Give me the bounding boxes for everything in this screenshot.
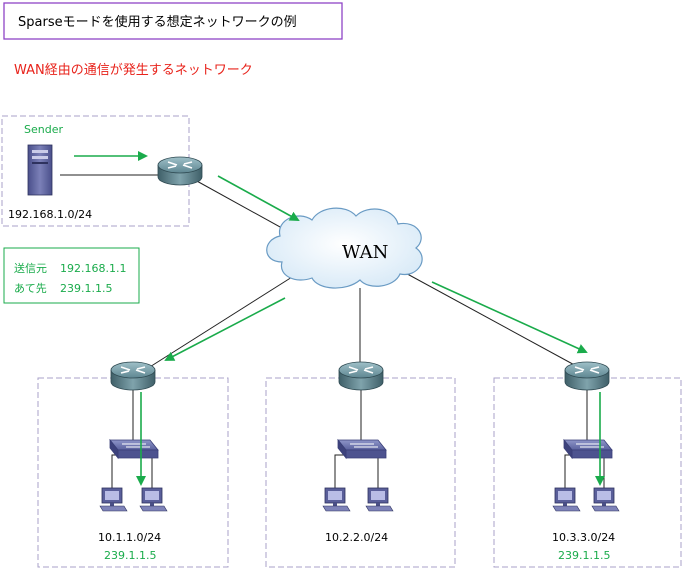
pc-icon-site3-a	[552, 487, 581, 512]
site2-network-label: 10.2.2.0/24	[325, 531, 388, 544]
server-icon	[27, 144, 53, 196]
sender-network-label: 192.168.1.0/24	[8, 208, 92, 221]
pc-icon-site3-b	[591, 487, 620, 512]
switch-icon-site3	[563, 439, 613, 459]
site1-network-label: 10.1.1.0/24	[98, 531, 161, 544]
pc-icon-site1-b	[139, 487, 168, 512]
info-source-value: 192.168.1.1	[60, 262, 126, 275]
diagram-subtitle: WAN経由の通信が発生するネットワーク	[14, 63, 253, 78]
link-switch1-pc1	[111, 454, 120, 488]
link-switch1-pc2	[144, 454, 153, 488]
title-box	[3, 2, 343, 40]
flow-arrow-wan-site3	[431, 281, 588, 354]
info-source-label: 送信元	[14, 261, 47, 275]
link-switch2-pc2	[372, 454, 379, 488]
link-wan-site3	[399, 269, 581, 369]
pc-icon-site1-a	[99, 487, 128, 512]
diagram-title: Sparseモードを使用する想定ネットワークの例	[18, 14, 297, 30]
site3-group-label: 239.1.1.5	[558, 549, 610, 562]
info-box	[3, 247, 140, 304]
site1-group-label: 239.1.1.5	[104, 549, 156, 562]
site3-network-label: 10.3.3.0/24	[552, 531, 615, 544]
router-icon-sender	[157, 156, 203, 186]
router-icon-site3	[564, 361, 610, 391]
pc-icon-site2-b	[365, 487, 394, 512]
switch-icon-site1	[109, 439, 159, 459]
flow-arrow-router-wan	[217, 175, 300, 221]
link-switch3-pc1	[564, 454, 574, 488]
link-switch3-pc2	[598, 454, 605, 488]
flow-arrow-wan-site1	[164, 297, 286, 361]
router-icon-site1	[110, 361, 156, 391]
link-switch2-pc1	[334, 454, 348, 488]
pc-icon-site2-a	[322, 487, 351, 512]
router-icon-site2	[338, 361, 384, 391]
sender-label: Sender	[24, 123, 63, 136]
info-dest-label: あて先	[14, 282, 47, 295]
wan-label: WAN	[342, 242, 388, 263]
sender-site-box	[1, 115, 190, 227]
switch-icon-site2	[337, 439, 387, 459]
multicast-flow	[74, 151, 605, 486]
info-dest-value: 239.1.1.5	[60, 282, 112, 295]
link-wan-site1	[144, 271, 301, 371]
